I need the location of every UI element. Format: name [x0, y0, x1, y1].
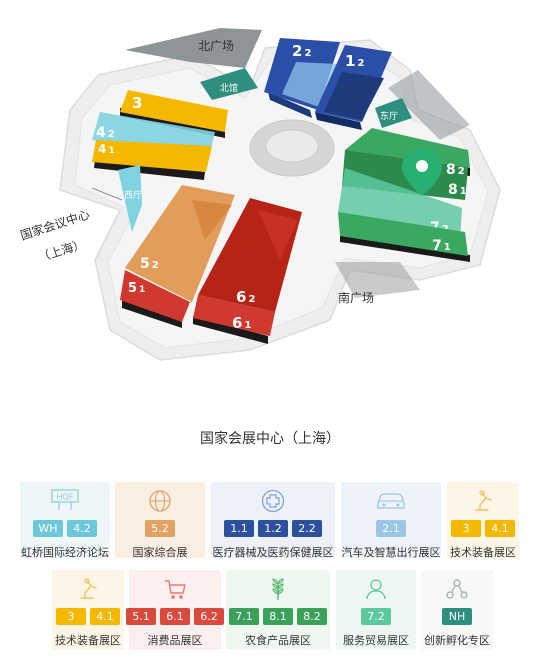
badge-4-1: 4.1 [90, 608, 120, 625]
south-plaza-label: 南广场 [338, 290, 374, 305]
svg-text:HQF: HQF [57, 493, 74, 502]
badge-6-2: 6.2 [194, 608, 224, 625]
hall-7-2[interactable] [338, 168, 462, 240]
badge-3: 3 [451, 520, 481, 537]
hqf-logo-icon: HQF [51, 489, 79, 510]
badge-1-1: 1.1 [224, 520, 254, 537]
legend-card-agri[interactable]: 7.1 8.1 8.2 农食产品展区 [226, 570, 330, 650]
badge-5-2: 5.2 [145, 520, 175, 537]
convention-pointer [91, 187, 123, 201]
legend-card-tech-1[interactable]: 3 4.1 技术装备展区 [447, 482, 519, 559]
hall-3-label: 3 [132, 94, 142, 112]
badge-2-2: 2.2 [292, 520, 322, 537]
wheat-icon [272, 578, 284, 600]
page-title: 国家会展中心（上海） [200, 431, 340, 447]
medical-cross-icon [261, 489, 285, 513]
legend-card-service[interactable]: 7.2 服务贸易展区 [336, 570, 416, 650]
legend-label-national: 国家综合展 [132, 546, 188, 559]
north-plaza[interactable] [125, 28, 262, 68]
hall-4-1[interactable] [92, 140, 212, 172]
badge-8-1: 8.1 [263, 608, 293, 625]
east-hall[interactable] [375, 98, 412, 128]
badge-8-2: 8.2 [297, 608, 327, 625]
globe-icon [149, 490, 171, 512]
west-hall-label: 西厅 [124, 190, 142, 201]
robot-arm-icon [80, 578, 97, 599]
legend-card-auto[interactable]: 2.1 汽车及智慧出行展区 [341, 482, 441, 559]
legend-label-tech-1: 技术装备展区 [450, 546, 516, 559]
hall-5-1[interactable] [120, 270, 190, 322]
legend-card-hqf[interactable]: HQF WH 4.2 虹桥国际经济论坛 [20, 482, 110, 559]
legend-label-tech-2: 技术装备展区 [55, 634, 121, 647]
north-hall[interactable] [200, 68, 258, 100]
legend-card-national[interactable]: 5.2 国家综合展 [115, 482, 205, 559]
legend-label-agri: 农食产品展区 [245, 634, 311, 647]
south-plaza[interactable] [335, 262, 420, 298]
service-icon [366, 579, 386, 600]
badge-wh: WH [33, 520, 63, 537]
badge-7-2: 7.2 [361, 608, 391, 625]
north-hall-label: 北馆 [220, 82, 238, 94]
legend-label-consumer: 消费品展区 [147, 634, 203, 647]
badge-2-1: 2.1 [376, 520, 406, 537]
legend-label-medical: 医疗器械及医药保健展区 [212, 546, 334, 559]
legend-card-consumer[interactable]: 5.1 6.1 6.2 消费品展区 [126, 570, 224, 650]
car-icon [377, 493, 405, 509]
network-icon [446, 579, 468, 599]
badge-5-1: 5.1 [126, 608, 156, 625]
badge-7-1: 7.1 [229, 608, 259, 625]
hall-7-1[interactable] [338, 212, 468, 256]
legend-card-medical[interactable]: 1.1 1.2 2.2 医疗器械及医药保健展区 [211, 482, 335, 559]
badge-nh: NH [442, 608, 472, 625]
legend-card-innovation[interactable]: NH 创新孵化专区 [421, 570, 493, 650]
west-hall[interactable] [118, 165, 142, 232]
legend-label-hqf: 虹桥国际经济论坛 [21, 546, 109, 559]
north-plaza-label: 北广场 [198, 39, 234, 53]
badge-6-1: 6.1 [160, 608, 190, 625]
shopping-cart-icon [165, 580, 186, 599]
badge-3: 3 [56, 608, 86, 625]
central-hub-inner [265, 129, 319, 163]
hall-3[interactable] [120, 90, 228, 132]
legend-label-innovation: 创新孵化专区 [424, 634, 490, 647]
legend-card-tech-2[interactable]: 3 4.1 技术装备展区 [52, 570, 124, 650]
east-plaza[interactable] [388, 70, 470, 140]
robot-arm-icon [475, 490, 492, 511]
legend-label-service: 服务贸易展区 [343, 634, 409, 647]
east-hall-label: 东厅 [380, 110, 398, 122]
badge-1-2: 1.2 [258, 520, 288, 537]
convention-center-label-2: （上海） [36, 236, 86, 265]
location-pin-icon[interactable] [402, 148, 442, 196]
badge-4-2: 4.2 [67, 520, 97, 537]
legend-label-auto: 汽车及智慧出行展区 [341, 546, 441, 559]
badge-4-1: 4.1 [485, 520, 515, 537]
hall-6-1[interactable] [193, 295, 275, 336]
